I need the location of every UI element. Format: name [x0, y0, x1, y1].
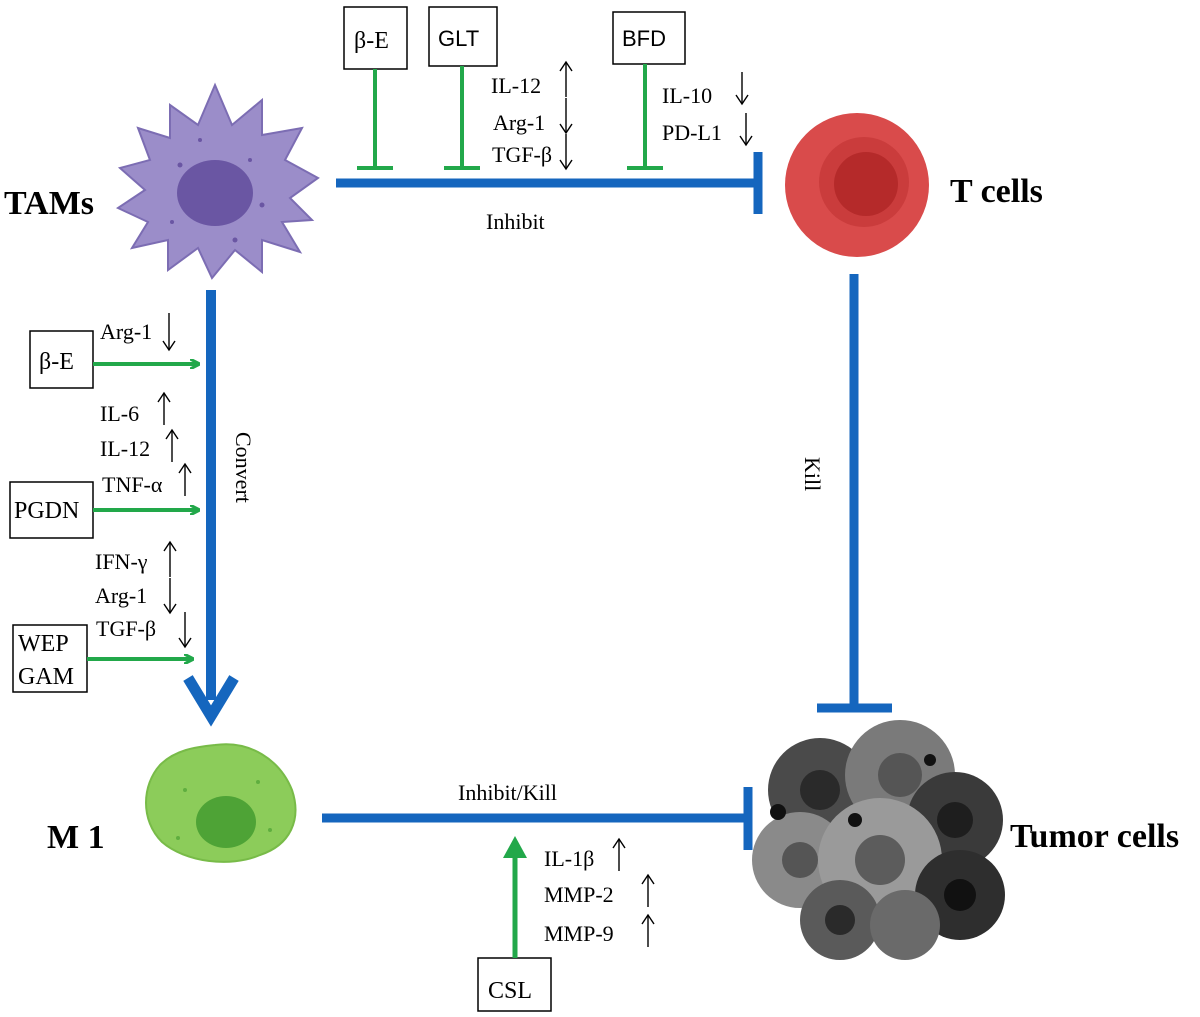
- arrow-down-icon: [178, 612, 192, 649]
- activator-bottom-csl: [503, 836, 527, 958]
- label-t-cells: T cells: [950, 173, 1043, 210]
- label-m1: M 1: [47, 819, 105, 856]
- marker-pgdn-il12: IL-12: [100, 436, 150, 461]
- inhibitor-top-be: [357, 69, 393, 170]
- arrow-down-icon: [559, 134, 573, 171]
- marker-pgdn-tnfa: TNF-α: [102, 472, 163, 497]
- marker-bfd-pdl1: PD-L1: [662, 120, 722, 145]
- marker-csl-il1b: IL-1β: [544, 846, 594, 871]
- drug-top-be: β-E: [354, 28, 389, 54]
- arrow-down-icon: [735, 72, 749, 106]
- edge-m1-to-tumor: [322, 787, 753, 850]
- marker-wep-arg1: Arg-1: [95, 583, 147, 608]
- drug-box-left-pgdn: [9, 481, 94, 539]
- drug-box-bottom-csl: [477, 957, 552, 1012]
- arrow-up-icon: [641, 913, 655, 947]
- arrow-up-icon: [559, 60, 573, 97]
- arrow-down-icon: [162, 313, 176, 352]
- t-cell-icon: [785, 113, 929, 257]
- arrow-up-icon: [165, 428, 179, 462]
- drug-box-left-wep-gam: [12, 624, 88, 693]
- marker-glt-il12: IL-12: [491, 73, 541, 98]
- arrow-down-icon: [739, 113, 753, 147]
- marker-glt-arg1: Arg-1: [493, 110, 545, 135]
- label-tumor-cells: Tumor cells: [1010, 818, 1179, 855]
- edge-label-inhibit: Inhibit: [486, 209, 545, 234]
- marker-be-arg1: Arg-1: [100, 319, 152, 344]
- arrow-down-icon: [163, 578, 177, 615]
- drug-top-bfd: BFD: [622, 26, 666, 51]
- edge-tcells-to-tumor: [817, 274, 892, 713]
- marker-glt-tgfb: TGF-β: [492, 142, 552, 167]
- drug-box-left-be: [29, 330, 94, 389]
- edge-label-convert: Convert: [231, 432, 256, 503]
- marker-wep-tgfb: TGF-β: [96, 616, 156, 641]
- drug-box-top-bfd: [612, 11, 686, 65]
- arrow-up-icon: [157, 391, 171, 425]
- arrow-up-icon: [178, 462, 192, 496]
- arrow-up-icon: [641, 873, 655, 907]
- tumor-cells-icon: [752, 720, 1005, 960]
- arrow-up-icon: [163, 540, 177, 577]
- inhibitor-top-glt: [444, 66, 480, 170]
- marker-csl-mmp9: MMP-9: [544, 921, 614, 946]
- edge-label-kill: Kill: [800, 457, 825, 491]
- drug-left-pgdn: PGDN: [14, 498, 79, 524]
- label-tams: TAMs: [4, 185, 94, 222]
- drug-bottom-csl: CSL: [488, 978, 532, 1004]
- drug-left-gam: GAM: [18, 664, 74, 690]
- drug-top-glt: GLT: [438, 26, 479, 51]
- edge-label-inhibit-kill: Inhibit/Kill: [458, 780, 557, 805]
- inhibitor-top-bfd: [627, 64, 663, 170]
- marker-bfd-il10: IL-10: [662, 83, 712, 108]
- edge-tams-to-m1: [183, 290, 239, 727]
- arrow-down-icon: [559, 98, 573, 135]
- tams-cell-icon: [115, 82, 320, 280]
- edge-tams-to-tcells: [336, 152, 763, 214]
- m1-cell-icon: [145, 743, 297, 863]
- drug-left-wep: WEP: [18, 631, 69, 657]
- marker-csl-mmp2: MMP-2: [544, 882, 614, 907]
- drug-left-be: β-E: [39, 349, 74, 375]
- marker-pgdn-il6: IL-6: [100, 401, 139, 426]
- arrow-up-icon: [612, 837, 626, 871]
- marker-wep-ifng: IFN-γ: [95, 549, 148, 574]
